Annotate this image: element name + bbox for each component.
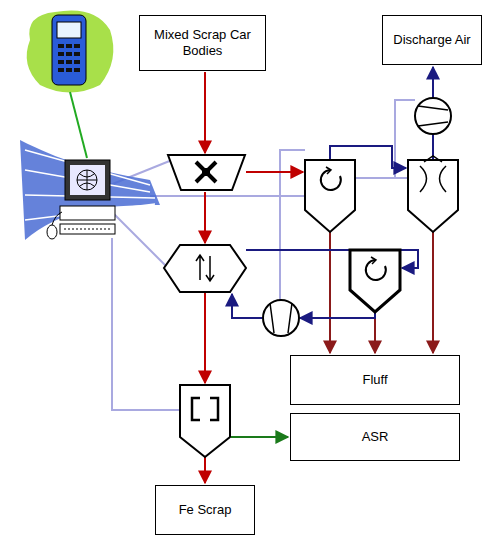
input-box: Mixed Scrap Car Bodies	[139, 15, 266, 71]
output-box: Discharge Air	[382, 15, 482, 65]
separator-symbol	[164, 245, 246, 292]
asr-flow	[231, 436, 288, 438]
fan-symbol	[415, 98, 451, 134]
node-label: Fe Scrap	[179, 502, 232, 518]
output-box: Fluff	[290, 355, 460, 405]
cyclone-symbol	[305, 160, 355, 232]
output-box: ASR	[290, 413, 460, 461]
shredder-symbol	[168, 155, 245, 190]
node-label: ASR	[362, 429, 389, 445]
fan-symbol	[263, 300, 299, 336]
node-label: Mixed Scrap Car Bodies	[146, 27, 259, 58]
node-label: Discharge Air	[393, 32, 470, 48]
computer-icon	[47, 160, 115, 239]
cyclone-symbol	[350, 250, 400, 312]
air-flow	[232, 67, 433, 318]
phone-icon	[27, 10, 114, 158]
node-label: Fluff	[362, 372, 387, 388]
magnetic-separator-symbol	[180, 385, 230, 457]
output-box: Fe Scrap	[155, 485, 255, 535]
network-waves	[20, 140, 160, 240]
scrubber-symbol	[408, 156, 458, 232]
